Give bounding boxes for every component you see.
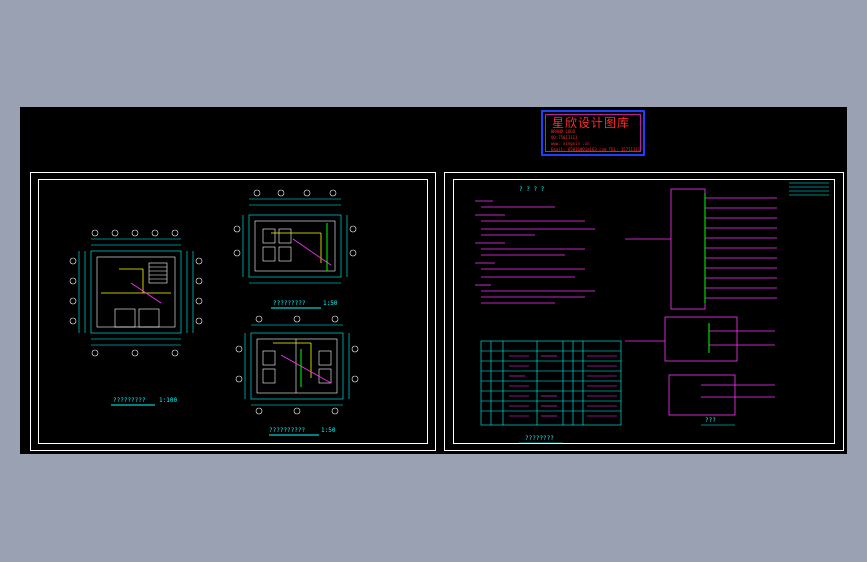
plan-main-title: ????????? [113, 397, 146, 404]
sheet-border [38, 179, 428, 444]
system-diagram-title: ??? [705, 417, 716, 424]
plan-top-scale: 1:50 [323, 300, 338, 307]
plan-top-title: ????????? [273, 300, 306, 307]
watermark-line: BRAND LOGO [551, 129, 576, 134]
plan-bottom-scale: 1:50 [321, 427, 336, 434]
plans-linework [69, 189, 359, 436]
drawing-sheet-plans[interactable]: ????????? 1:100 ????????? 1:50 ?????????… [30, 172, 436, 451]
plan-bottom-title: ?????????? [269, 427, 306, 434]
sheet-border [453, 179, 835, 444]
system-linework [475, 182, 829, 444]
watermark-stamp: 星欣设计图库 BRAND LOGO QQ:75011111 www. xingx… [541, 110, 645, 156]
legend-table-title: ???????? [525, 435, 554, 442]
notes-title: ? ? ? ? [519, 186, 545, 193]
cad-viewport[interactable]: 星欣设计图库 BRAND LOGO QQ:75011111 www. xingx… [20, 107, 847, 454]
drawing-sheet-system[interactable]: ? ? ? ? ???????? ??? [444, 172, 844, 451]
watermark-line: QQ:75011111 [551, 135, 578, 140]
watermark-title: 星欣设计图库 [552, 116, 631, 130]
plan-main-scale: 1:100 [159, 397, 178, 404]
watermark-line: www. xingxin .cn [551, 141, 590, 146]
watermark-line: Email: 65016001@163.com TEL: 15711111 [551, 147, 641, 152]
